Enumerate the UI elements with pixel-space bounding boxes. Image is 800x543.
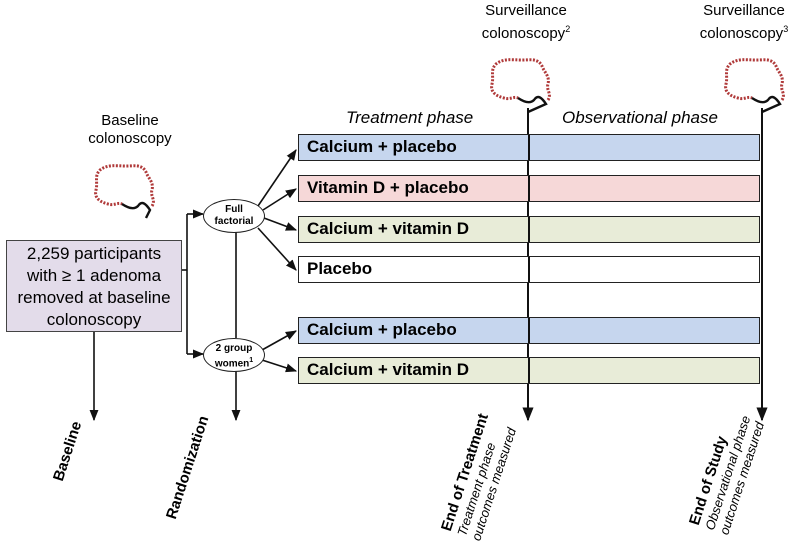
arm-label: Calcium + placebo <box>307 137 457 156</box>
baseline-colon-icon <box>94 164 155 219</box>
two-group-women-node: 2 group women1 <box>203 338 265 372</box>
surveillance-2-line1: Surveillance <box>485 2 567 19</box>
two-group-footnote: 1 <box>249 357 254 364</box>
arm-label: Vitamin D + placebo <box>307 178 469 197</box>
participants-line3: removed at baseline <box>17 288 171 307</box>
baseline-colonoscopy-line1: Baseline <box>101 112 159 129</box>
arm-calcium-vitamin-d-1: Calcium + vitamin D <box>298 216 760 243</box>
arm-label: Calcium + vitamin D <box>307 360 470 379</box>
arm-calcium-placebo-1: Calcium + placebo <box>298 134 760 161</box>
surveillance-3-line1: Surveillance <box>703 2 785 19</box>
two-group-line1: 2 group <box>215 343 253 354</box>
baseline-colonoscopy-line2: colonoscopy <box>88 130 172 147</box>
arm-placebo: Placebo <box>298 256 760 283</box>
arm-label: Calcium + vitamin D <box>307 219 470 238</box>
treatment-phase-heading: Treatment phase <box>346 108 474 127</box>
surveillance-colon-icon-2 <box>490 58 551 114</box>
arm-calcium-placebo-2: Calcium + placebo <box>298 317 760 344</box>
participants-line1: 2,259 participants <box>26 244 162 263</box>
surveillance-2-footnote: 2 <box>565 24 571 34</box>
arm-calcium-vitamin-d-2: Calcium + vitamin D <box>298 357 760 384</box>
surveillance-colonoscopy-2-label: Surveillance colonoscopy2 <box>468 2 584 43</box>
full-factorial-node: Full factorial <box>203 199 265 233</box>
surveillance-colonoscopy-3-label: Surveillance colonoscopy3 <box>688 2 800 43</box>
arm-label: Placebo <box>307 259 373 278</box>
full-factorial-line2: factorial <box>214 216 254 227</box>
baseline-colonoscopy-label: Baseline colonoscopy <box>80 112 180 148</box>
arm-label: Calcium + placebo <box>307 320 457 339</box>
surveillance-3-footnote: 3 <box>783 24 789 34</box>
observational-phase-heading: Observational phase <box>562 108 718 127</box>
surveillance-colon-icon-3 <box>724 58 785 114</box>
full-factorial-line1: Full <box>225 204 243 215</box>
participants-line4: colonoscopy <box>46 310 142 329</box>
surveillance-2-line2: colonoscopy <box>481 25 566 42</box>
participants-box: 2,259 participants with ≥ 1 adenoma remo… <box>6 240 182 332</box>
surveillance-3-line2: colonoscopy <box>699 25 784 42</box>
two-group-line2: women <box>214 358 250 370</box>
participants-line2: with ≥ 1 adenoma <box>26 266 162 285</box>
arm-vitamin-d-placebo: Vitamin D + placebo <box>298 175 760 202</box>
